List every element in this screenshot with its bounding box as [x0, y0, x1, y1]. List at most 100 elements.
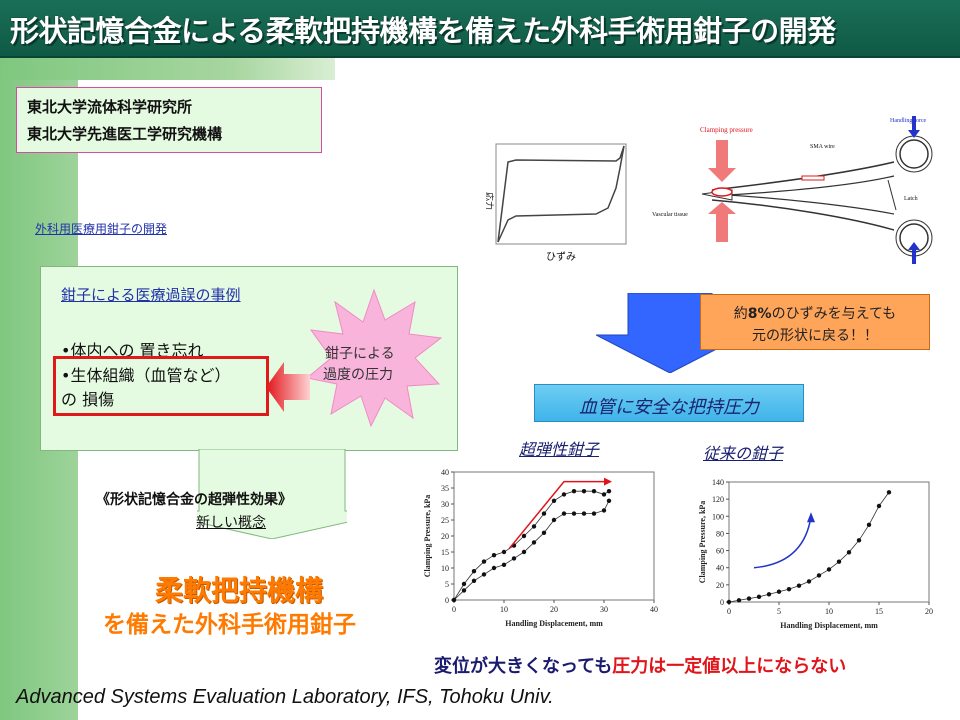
data-point: [571, 511, 577, 516]
handling-force-label: Handling force: [890, 117, 926, 124]
x-tick-label: 40: [650, 605, 658, 614]
y-tick-label: 120: [712, 495, 724, 504]
x-tick-label: 10: [500, 605, 508, 614]
data-point: [461, 588, 467, 593]
burst-label: 過度の圧力: [323, 367, 393, 383]
conclusion-emphasis: 圧力は一定値以上にならない: [612, 656, 847, 677]
x-tick-label: 15: [875, 607, 883, 616]
institution-box: 東北大学流体科学研究所 東北大学先進医工学研究機構: [16, 87, 322, 153]
data-point: [531, 540, 537, 545]
safe-pressure-box: 血管に安全な把持圧力: [534, 384, 804, 422]
data-point: [581, 511, 587, 516]
data-point: [551, 517, 557, 523]
title-bar: [0, 0, 960, 58]
data-point: [531, 524, 537, 529]
case-heading-link[interactable]: 鉗子による医療過誤の事例: [61, 286, 241, 304]
data-point: [816, 573, 822, 578]
y-tick-label: 35: [441, 484, 449, 493]
data-point: [786, 586, 792, 592]
y-tick-label: 30: [441, 500, 449, 509]
x-tick-label: 20: [925, 607, 933, 616]
data-point: [591, 489, 597, 494]
strain-percent: 8%: [747, 306, 772, 322]
latch-label: Latch: [904, 196, 918, 202]
data-point: [776, 589, 782, 594]
y-tick-label: 5: [445, 580, 449, 589]
red-left-arrow: [266, 362, 310, 412]
data-point: [591, 511, 597, 516]
plot-frame: [728, 481, 930, 603]
x-tick-label: 20: [550, 605, 558, 614]
trend-arrow: [753, 516, 812, 569]
x-tick-label: 0: [452, 605, 456, 614]
burst-label: 鉗子による: [325, 346, 395, 362]
data-point: [541, 530, 547, 535]
data-point: [461, 581, 467, 587]
flexible-mechanism-title: 柔軟把持機構: [155, 574, 324, 607]
callout-text: のひずみを与えても: [771, 306, 897, 322]
data-point: [886, 490, 892, 495]
data-point: [541, 511, 547, 516]
data-point: [766, 592, 772, 597]
institution-name: 東北大学先進医工学研究機構: [27, 125, 223, 143]
data-point: [746, 596, 752, 601]
data-point: [491, 565, 497, 571]
data-point: [601, 508, 607, 513]
data-point: [866, 522, 872, 528]
data-point: [471, 578, 477, 583]
data-point: [856, 538, 862, 543]
forceps-diagram: Clamping pressure SMA wire Handling forc…: [652, 116, 933, 264]
data-point: [551, 498, 557, 503]
clamping-pressure-label: Clamping pressure: [700, 126, 753, 134]
sma-wire-label: SMA wire: [810, 144, 835, 150]
x-tick-label: 30: [600, 605, 608, 614]
callout-line: 約8%のひずみを与えても: [701, 303, 929, 323]
plot-frame: [453, 471, 655, 601]
data-point: [756, 594, 762, 600]
trend-arrowhead: [604, 477, 612, 486]
y-tick-label: 60: [716, 547, 724, 556]
new-concept-link[interactable]: 新しい概念: [196, 515, 266, 531]
data-point: [521, 549, 527, 555]
y-tick-label: 40: [716, 564, 724, 573]
data-point: [561, 492, 567, 497]
data-point: [826, 567, 832, 572]
data-point: [846, 550, 852, 555]
y-tick-label: 100: [712, 512, 724, 521]
conclusion-part: 変位が大きくなっても: [434, 656, 613, 677]
conclusion-message: 変位が大きくなっても圧力は一定値以上にならない: [434, 652, 846, 678]
concept-down-arrow: [197, 449, 347, 539]
conventional-forceps-label: 従来の鉗子: [703, 444, 784, 463]
y-tick-label: 40: [441, 468, 449, 477]
y-tick-label: 0: [720, 598, 724, 607]
case-item: •体内への 置き忘れ: [61, 341, 204, 360]
y-tick-label: 15: [441, 548, 449, 557]
y-tick-label: 20: [441, 532, 449, 541]
data-point: [736, 598, 742, 603]
data-point: [491, 553, 497, 558]
superelastic-effect-label: 《形状記憶合金の超弾性効果》: [96, 492, 292, 508]
x-axis-label: Handling Displacement, mm: [505, 619, 603, 628]
case-item: •生体組織（血管など）: [61, 366, 231, 385]
data-point: [481, 572, 487, 577]
flexible-mechanism-subtitle: を備えた外科手術用鉗子: [103, 612, 356, 638]
lab-footer: Advanced Systems Evaluation Laboratory, …: [16, 686, 554, 708]
data-point: [606, 489, 612, 494]
data-point: [806, 579, 812, 584]
data-point: [511, 556, 517, 561]
data-point: [876, 503, 882, 509]
trend-arrow: [508, 480, 604, 550]
y-axis-label: Clamping Pressure, kPa: [698, 501, 707, 584]
data-point: [726, 599, 732, 605]
safe-pressure-text: 血管に安全な把持圧力: [579, 397, 759, 418]
data-point: [451, 597, 457, 603]
development-link[interactable]: 外科用医療用鉗子の開発: [35, 222, 168, 236]
shape-recovery-callout: 約8%のひずみを与えても 元の形状に戻る！！: [700, 294, 930, 350]
data-point: [471, 569, 477, 574]
data-point: [606, 498, 612, 503]
data-point: [521, 533, 527, 539]
strain-axis-label: ひずみ: [546, 251, 576, 263]
x-axis-label: Handling Displacement, mm: [780, 621, 878, 630]
